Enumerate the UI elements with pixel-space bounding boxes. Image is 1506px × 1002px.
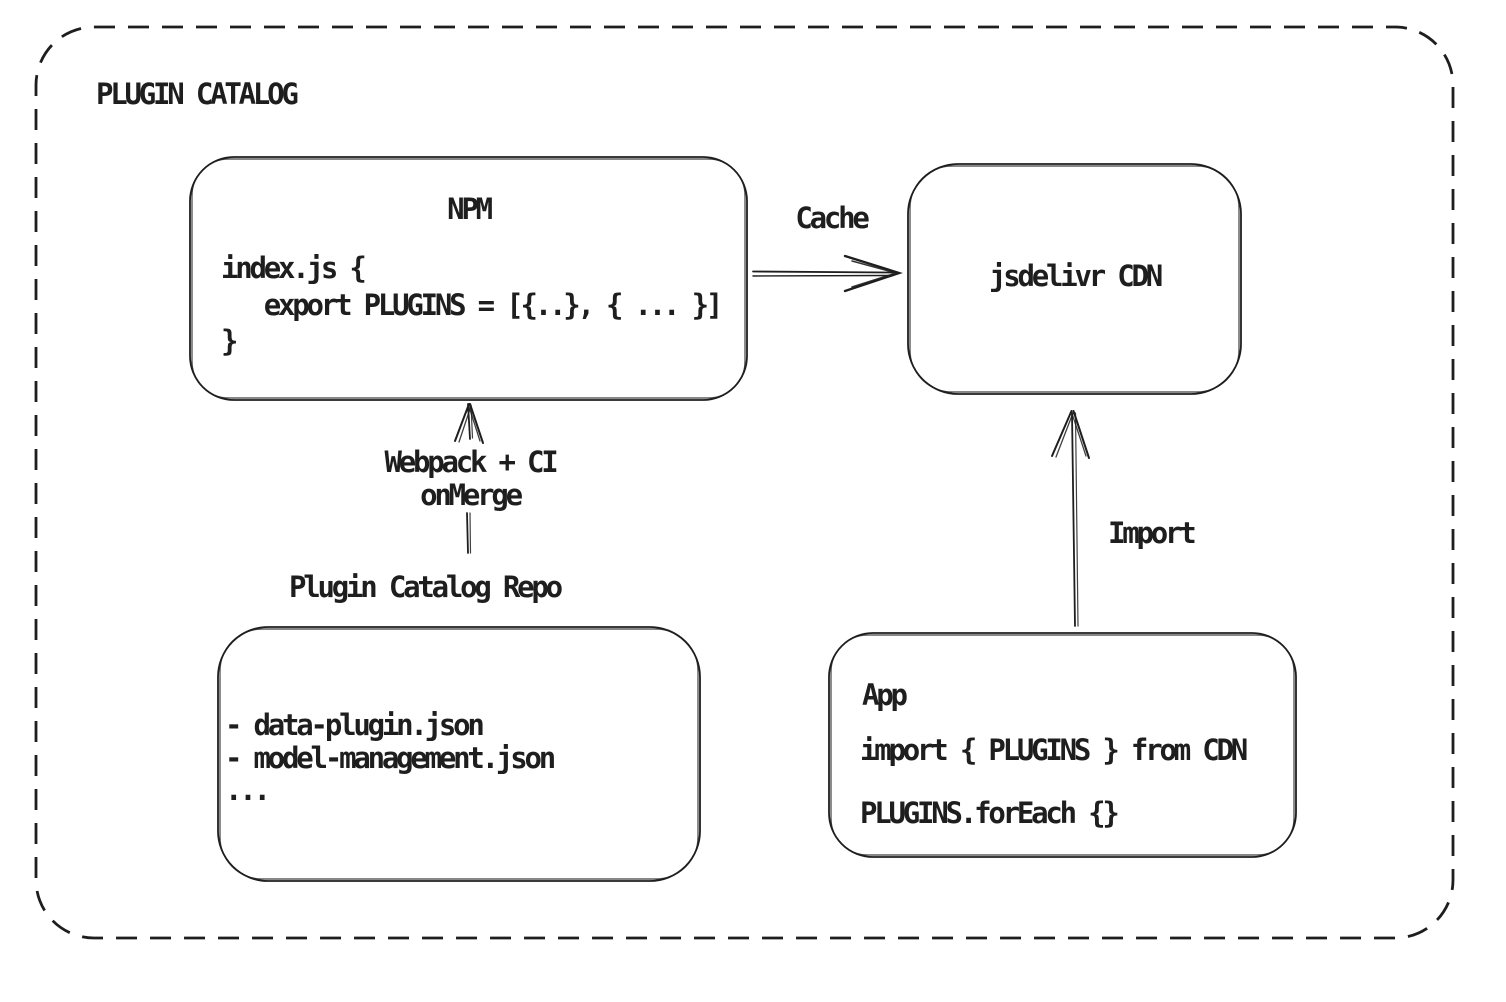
app-node-foreach-code: PLUGINS.forEach {}: [860, 796, 1120, 830]
cache-arrow: [752, 254, 903, 293]
webpack-edge-label: Webpack + CI onMerge: [384, 445, 558, 512]
repo-node-files: - data-plugin.json - model-management.js…: [225, 708, 556, 807]
npm-node-title: NPM: [447, 192, 493, 226]
import-edge-label: Import: [1108, 516, 1197, 550]
webpack-arrow: [454, 403, 484, 554]
repo-node-label: Plugin Catalog Repo: [289, 570, 563, 604]
npm-box: [189, 156, 748, 401]
npm-node-code: index.js { export PLUGINS = [{..}, { ...…: [221, 251, 723, 358]
cache-edge-label: Cache: [795, 201, 870, 235]
repo-box: [217, 626, 701, 882]
app-node-title: App: [862, 678, 908, 712]
diagram-title: PLUGIN CATALOG: [96, 77, 299, 111]
app-node-import-code: import { PLUGINS } from CDN: [860, 733, 1248, 767]
plugin-catalog-dashed-border: [34, 25, 1455, 940]
cdn-box: [907, 163, 1242, 395]
app-box: [828, 632, 1297, 858]
cdn-node-label: jsdelivr CDN: [988, 259, 1163, 293]
import-arrow: [1051, 410, 1090, 627]
